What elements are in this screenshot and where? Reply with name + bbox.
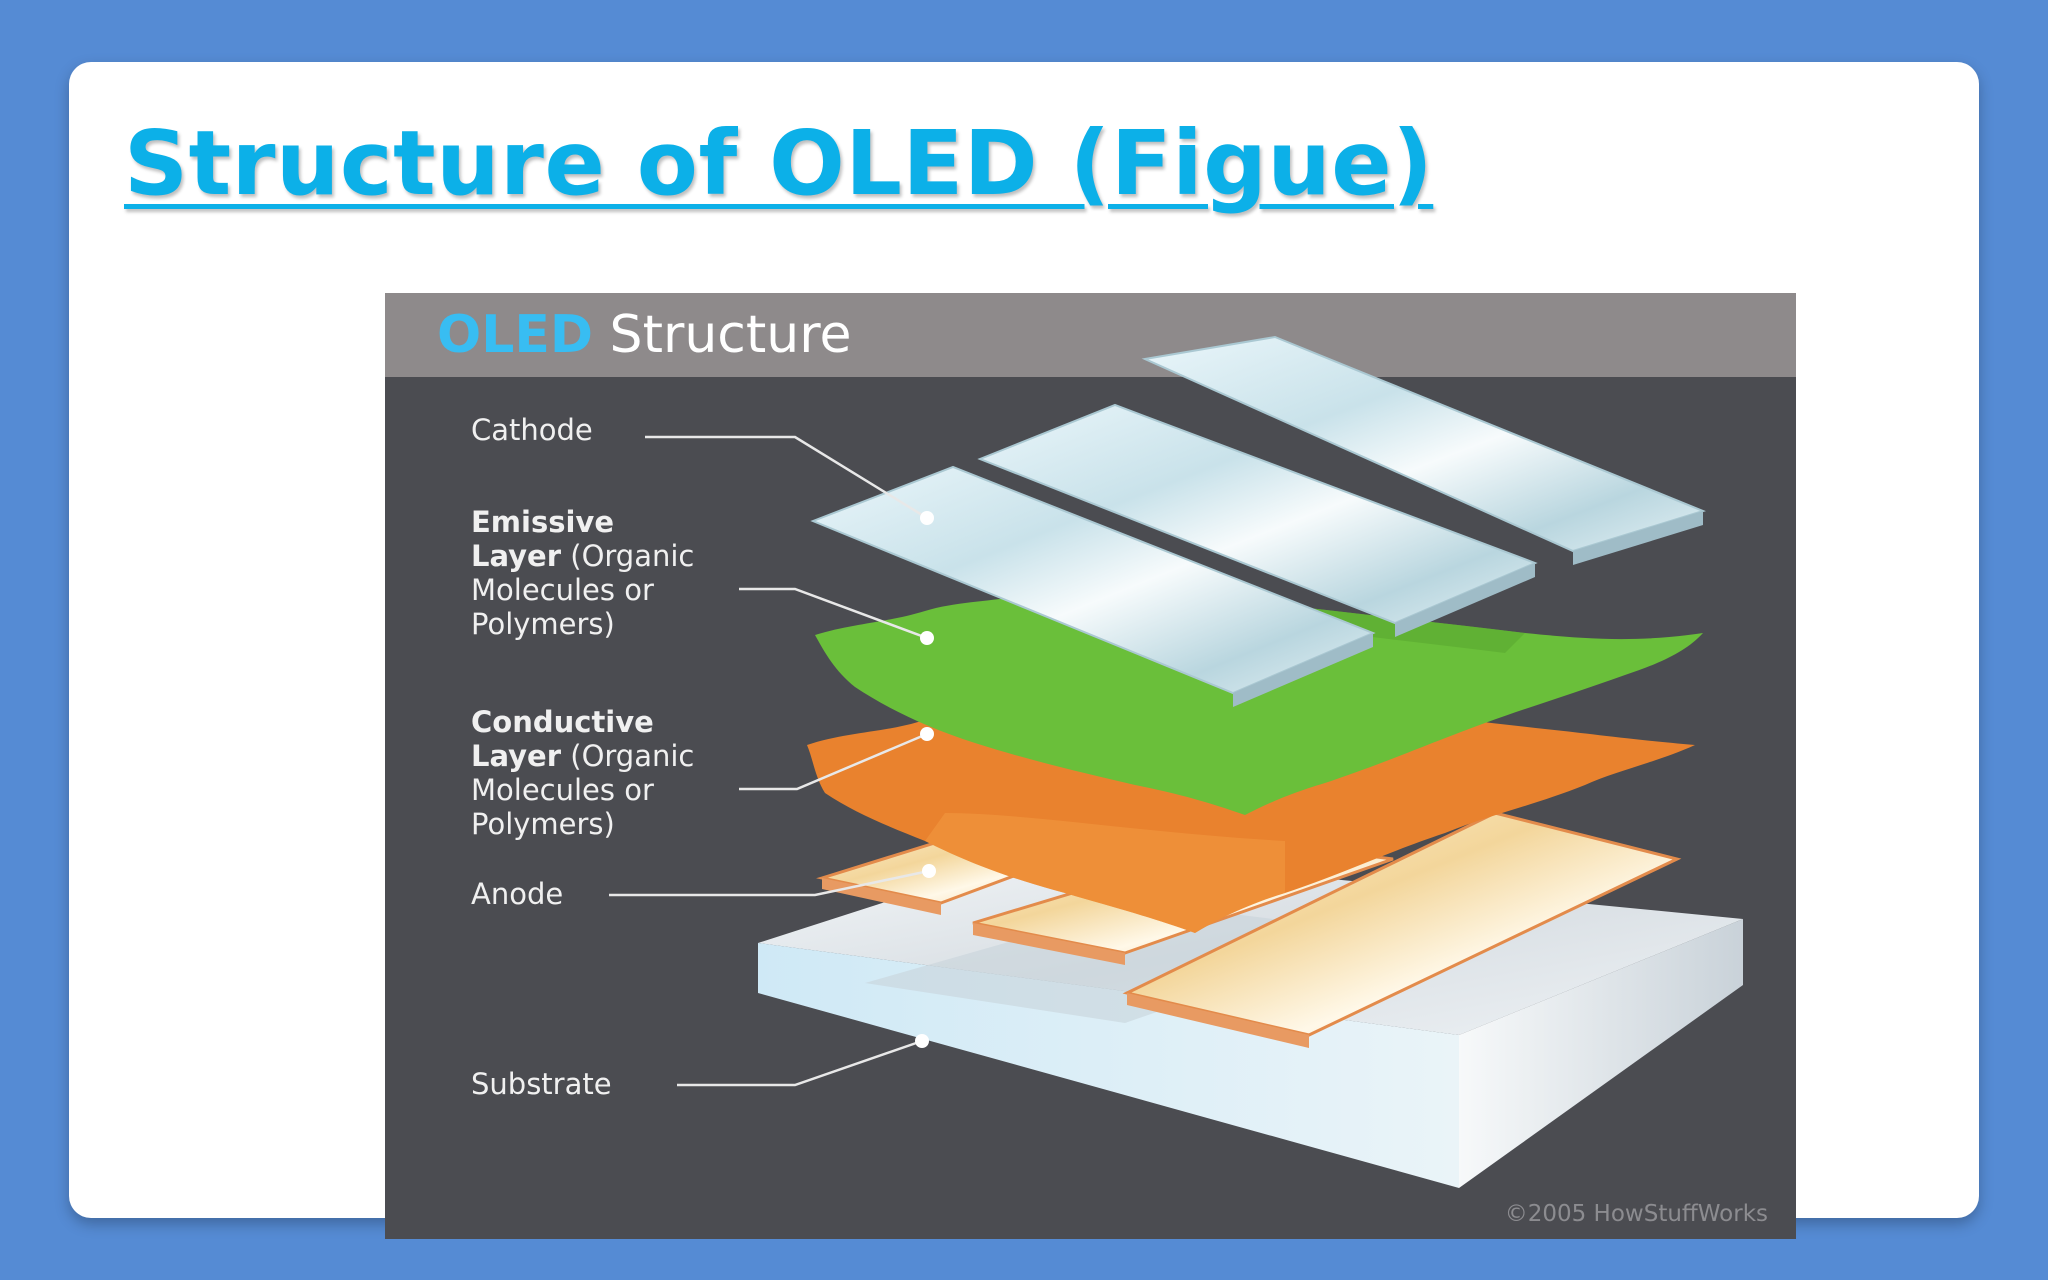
leader-lines [609, 435, 930, 1087]
figure-header [385, 293, 1796, 377]
conductive-leader [739, 732, 928, 791]
cathode-strips [810, 335, 1706, 707]
label-emissive-rest-1: (Organic [561, 539, 695, 573]
label-conductive-layer: Conductive Layer (Organic Molecules or P… [471, 705, 694, 841]
label-cathode: Cathode [471, 413, 593, 447]
oled-layer-diagram [609, 335, 1743, 1188]
anode-dot [922, 864, 936, 878]
leader-dots [915, 511, 936, 1048]
emissive-leader [739, 587, 928, 640]
label-substrate: Substrate [471, 1067, 612, 1101]
label-conductive-rest-1: (Organic [561, 739, 695, 773]
substrate-dot [915, 1034, 929, 1048]
anode-leader [609, 869, 930, 897]
label-emissive-rest-3: Polymers) [471, 607, 615, 641]
label-emissive-rest-2: Molecules or [471, 573, 654, 607]
label-conductive-layer-bold: Layer [471, 739, 562, 773]
slide-title: Structure of OLED (Figue) [124, 111, 1434, 215]
label-emissive-layer: Emissive Layer (Organic Molecules or Pol… [471, 505, 694, 641]
figure-title-rest: Structure [593, 305, 852, 365]
copyright-text: ©2005 HowStuffWorks [1504, 1201, 1768, 1227]
label-conductive-bold: Conductive [471, 705, 654, 739]
cathode-dot [920, 511, 934, 525]
label-emissive-bold: Emissive [471, 505, 615, 539]
cathode-leader [645, 435, 928, 520]
figure-title: OLED Structure [437, 303, 851, 367]
label-conductive-rest-3: Polymers) [471, 807, 615, 841]
label-emissive-layer-bold: Layer [471, 539, 562, 573]
substrate-leader [677, 1039, 923, 1087]
oled-structure-figure: OLED Structure [385, 293, 1796, 1239]
emissive-dot [920, 631, 934, 645]
label-anode: Anode [471, 877, 564, 911]
figure-title-accent: OLED [437, 305, 594, 365]
label-conductive-rest-2: Molecules or [471, 773, 654, 807]
slide: Structure of OLED (Figue) OLED Structure [69, 62, 1979, 1239]
conductive-dot [920, 727, 934, 741]
